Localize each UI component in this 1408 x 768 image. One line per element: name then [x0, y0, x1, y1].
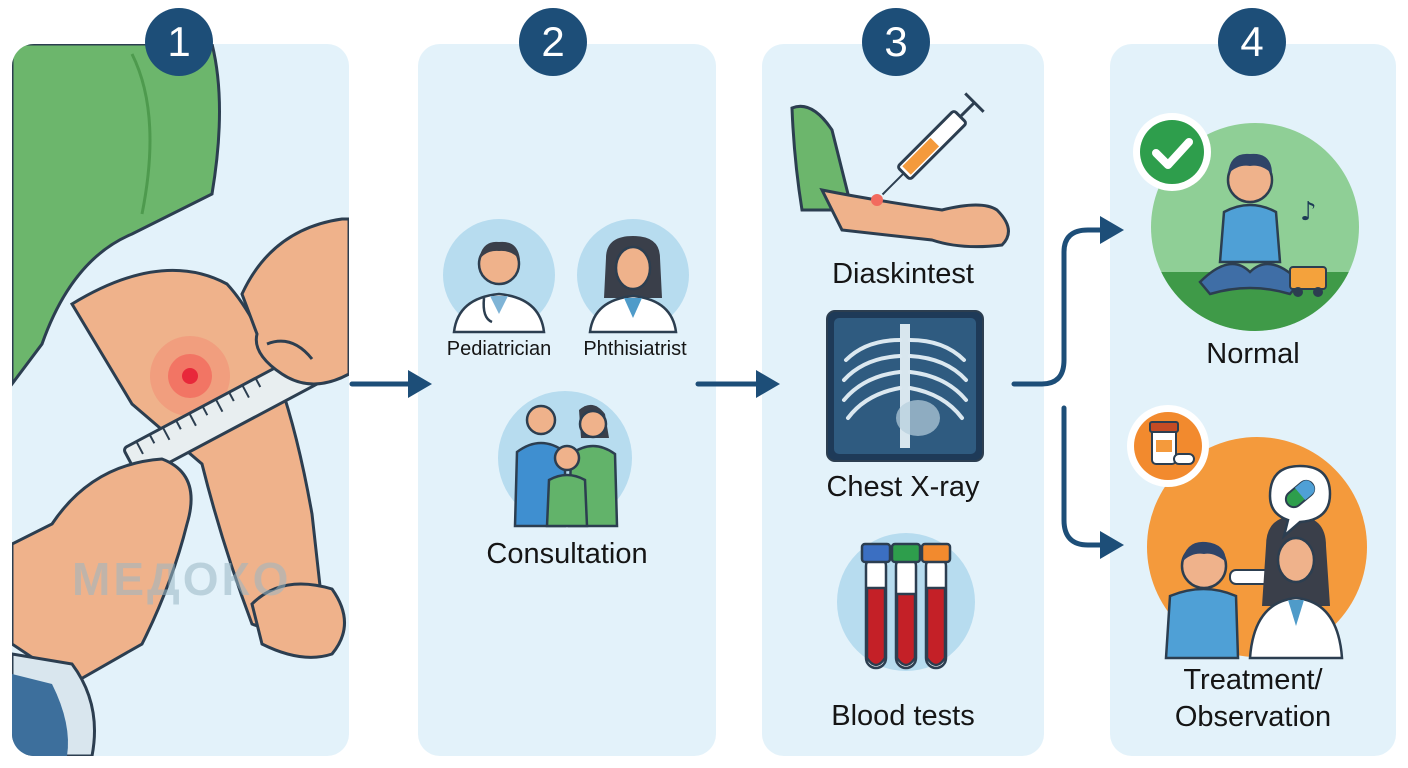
step-3-badge: 3: [862, 8, 930, 76]
chest-xray-label: Chest X-ray: [826, 471, 980, 503]
normal-child-icon: ♪: [1151, 123, 1359, 331]
skin-test-measurement-illustration: [12, 44, 349, 756]
blood-tests-label: Blood tests: [831, 700, 975, 732]
phthisiatrist-label: Phthisiatrist: [583, 338, 687, 360]
blood-tubes-icon: [837, 533, 975, 671]
watermark: МЕДОКО: [72, 553, 292, 605]
syringe-arm-icon: [790, 92, 1010, 249]
step-3-panel: Diaskintest Chest X-ray Blood tests: [762, 44, 1044, 756]
check-icon: [1133, 113, 1211, 191]
step-1-panel: МЕДОКО: [12, 44, 349, 756]
treatment-label-line1: Treatment/: [1183, 664, 1323, 696]
phthisiatrist-icon: [577, 219, 689, 334]
step-2-badge: 2: [519, 8, 587, 76]
diaskintest-label: Diaskintest: [832, 258, 974, 290]
treatment-label-line2: Observation: [1174, 701, 1332, 733]
pediatrician-icon: [443, 219, 555, 334]
normal-label: Normal: [1206, 338, 1300, 370]
treatment-icon: [1147, 437, 1367, 660]
step-4-panel: ♪ Normal Treatment/ Observation: [1110, 44, 1396, 756]
svg-text:♪: ♪: [1300, 197, 1317, 227]
consultation-label: Consultation: [486, 538, 648, 570]
step-2-panel: Pediatrician Phthisiatrist Consultation: [418, 44, 716, 756]
family-icon: [498, 391, 632, 528]
chest-xray-icon: [826, 310, 984, 462]
medicine-bottle-icon: [1127, 405, 1209, 487]
step-1-badge: 1: [145, 8, 213, 76]
step-4-badge: 4: [1218, 8, 1286, 76]
pediatrician-label: Pediatrician: [446, 338, 552, 360]
